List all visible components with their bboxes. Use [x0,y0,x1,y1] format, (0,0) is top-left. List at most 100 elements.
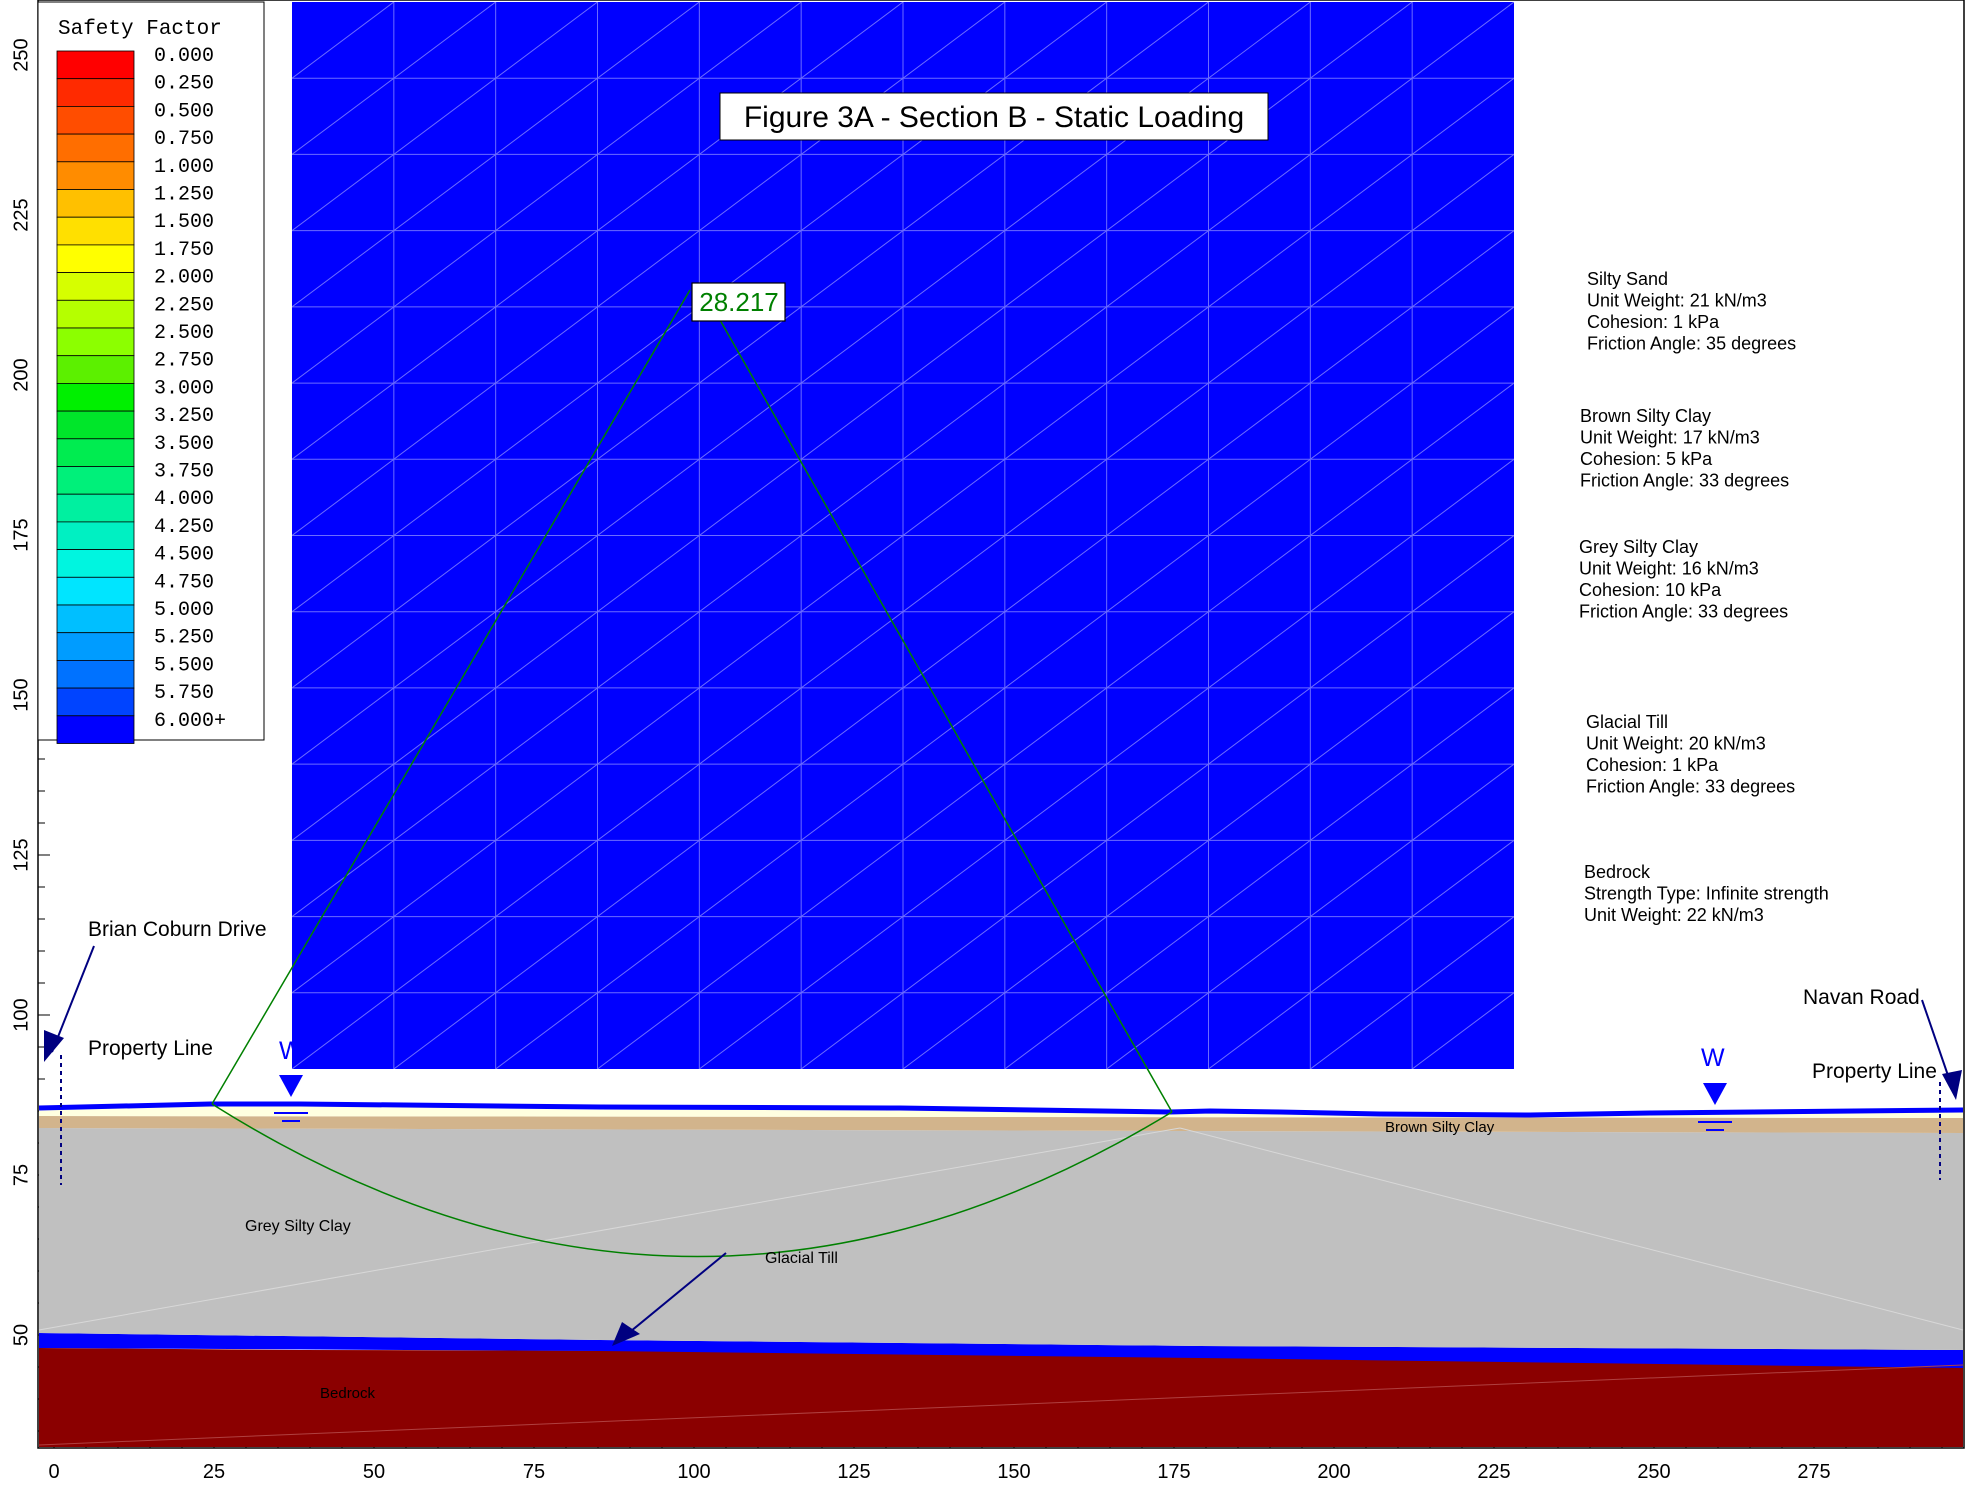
legend-swatch [56,216,135,246]
label-glacial-till: Glacial Till [765,1250,838,1267]
legend-label: 3.750 [154,461,214,484]
y-tick-label: 150 [10,678,32,711]
material-property: Cohesion: 1 kPa [1587,312,1720,332]
legend-swatch [56,632,135,661]
material-property: Unit Weight: 20 kN/m3 [1586,734,1766,754]
legend-label: 3.500 [154,433,214,456]
y-tick-label: 125 [10,838,32,871]
material-property: Unit Weight: 17 kN/m3 [1580,428,1760,448]
legend-label: 1.750 [154,239,214,262]
critical-slip-surface: 28.217 [211,282,1173,1258]
material-property: Friction Angle: 35 degrees [1587,334,1796,354]
legend-label: 3.000 [154,377,214,400]
label-bedrock: Bedrock [320,1385,376,1402]
figure-title-text: Figure 3A - Section B - Static Loading [744,101,1244,134]
bedrock-layer [39,1348,1963,1447]
legend-label: 5.500 [154,654,214,677]
x-tick-label: 25 [203,1461,225,1483]
soil-profile [38,1101,1964,1447]
material-name: Bedrock [1584,862,1651,882]
glacial-till-layer [39,1333,1963,1368]
legend-swatch [56,715,135,744]
material-name: Silty Sand [1587,269,1668,289]
x-tick-label: 50 [363,1461,385,1483]
legend-swatch [56,355,135,384]
legend-label: 5.750 [154,682,214,705]
slip-radius-right [719,319,1173,1113]
legend-swatch [56,327,135,357]
legend-label: 2.750 [154,350,214,373]
x-tick-label: 125 [837,1461,870,1483]
x-tick-label: 250 [1637,1461,1670,1483]
legend-label: 0.500 [154,100,214,123]
label-left-property-line: Property Line [88,1037,213,1060]
legend-label: 1.500 [154,211,214,234]
x-tick-label: 0 [48,1461,59,1483]
x-tick-label: 200 [1317,1461,1350,1483]
water-table-icon [1703,1083,1727,1105]
y-tick-label: 50 [10,1324,32,1346]
legend-swatch [56,576,135,606]
slip-arc [211,1103,1173,1258]
x-tick-label: 225 [1477,1461,1510,1483]
legend-label: 5.000 [154,599,214,622]
label-right-property-line: Property Line [1812,1060,1937,1083]
legend-swatch [56,161,135,190]
legend-swatch [56,549,135,578]
arrow-head-icon [612,1322,640,1346]
legend-swatch [56,438,135,467]
material-name: Glacial Till [1586,712,1668,732]
legend-swatch [56,272,135,301]
material-property: Strength Type: Infinite strength [1584,884,1829,904]
grey-silty-clay-layer [39,1128,1963,1350]
legend-label: 4.750 [154,571,214,594]
material-name: Brown Silty Clay [1580,406,1711,426]
water-label-left: W [279,1037,303,1065]
legend-label: 6.000+ [154,710,226,733]
slip-center-grid [292,2,1514,1069]
legend-swatch [56,106,135,135]
legend-label: 0.250 [154,73,214,96]
y-tick-label: 250 [10,38,32,71]
x-tick-label: 100 [677,1461,710,1483]
material-property: Cohesion: 5 kPa [1580,449,1713,469]
safety-factor-box [691,282,786,322]
x-tick-label: 175 [1157,1461,1190,1483]
x-tick-label: 75 [523,1461,545,1483]
arrow-head-icon [44,1030,64,1062]
legend-label: 0.000 [154,45,214,68]
legend-swatch [56,687,135,717]
legend-label: 4.250 [154,516,214,539]
legend-swatch [56,493,135,523]
y-tick-label: 225 [10,198,32,231]
legend-label: 5.250 [154,627,214,650]
legend-swatch [56,299,135,329]
material-property: Cohesion: 10 kPa [1579,580,1722,600]
legend-label: 4.500 [154,544,214,567]
ground-surface-line [38,1101,1964,1118]
slip-radius-left [211,289,691,1105]
water-table-marker-left: W [274,1037,308,1122]
legend-label: 2.000 [154,267,214,290]
label-navan-road: Navan Road [1803,986,1920,1009]
water-table-icon [279,1075,303,1097]
legend-label: 1.250 [154,184,214,207]
arrow-head-icon [1942,1070,1962,1100]
legend-swatch [56,189,135,218]
safety-factor-label: 28.217 [699,287,779,317]
legend-label: 0.750 [154,128,214,151]
legend-label: 4.000 [154,488,214,511]
legend-swatch [56,244,135,273]
legend-label: 3.250 [154,405,214,428]
annotations: Brian Coburn Drive Navan Road Property L… [44,918,1962,1346]
label-brown-silty-clay: Brown Silty Clay [1385,1119,1495,1136]
legend-swatch [56,382,135,412]
legend-swatch [56,660,135,689]
material-property: Unit Weight: 16 kN/m3 [1579,559,1759,579]
legend: Safety Factor 0.0000.2500.5000.7501.0001… [37,1,265,744]
legend-swatch [56,521,135,551]
water-label-right: W [1701,1044,1725,1072]
legend-swatch [56,466,135,495]
legend-label: 1.000 [154,156,214,179]
